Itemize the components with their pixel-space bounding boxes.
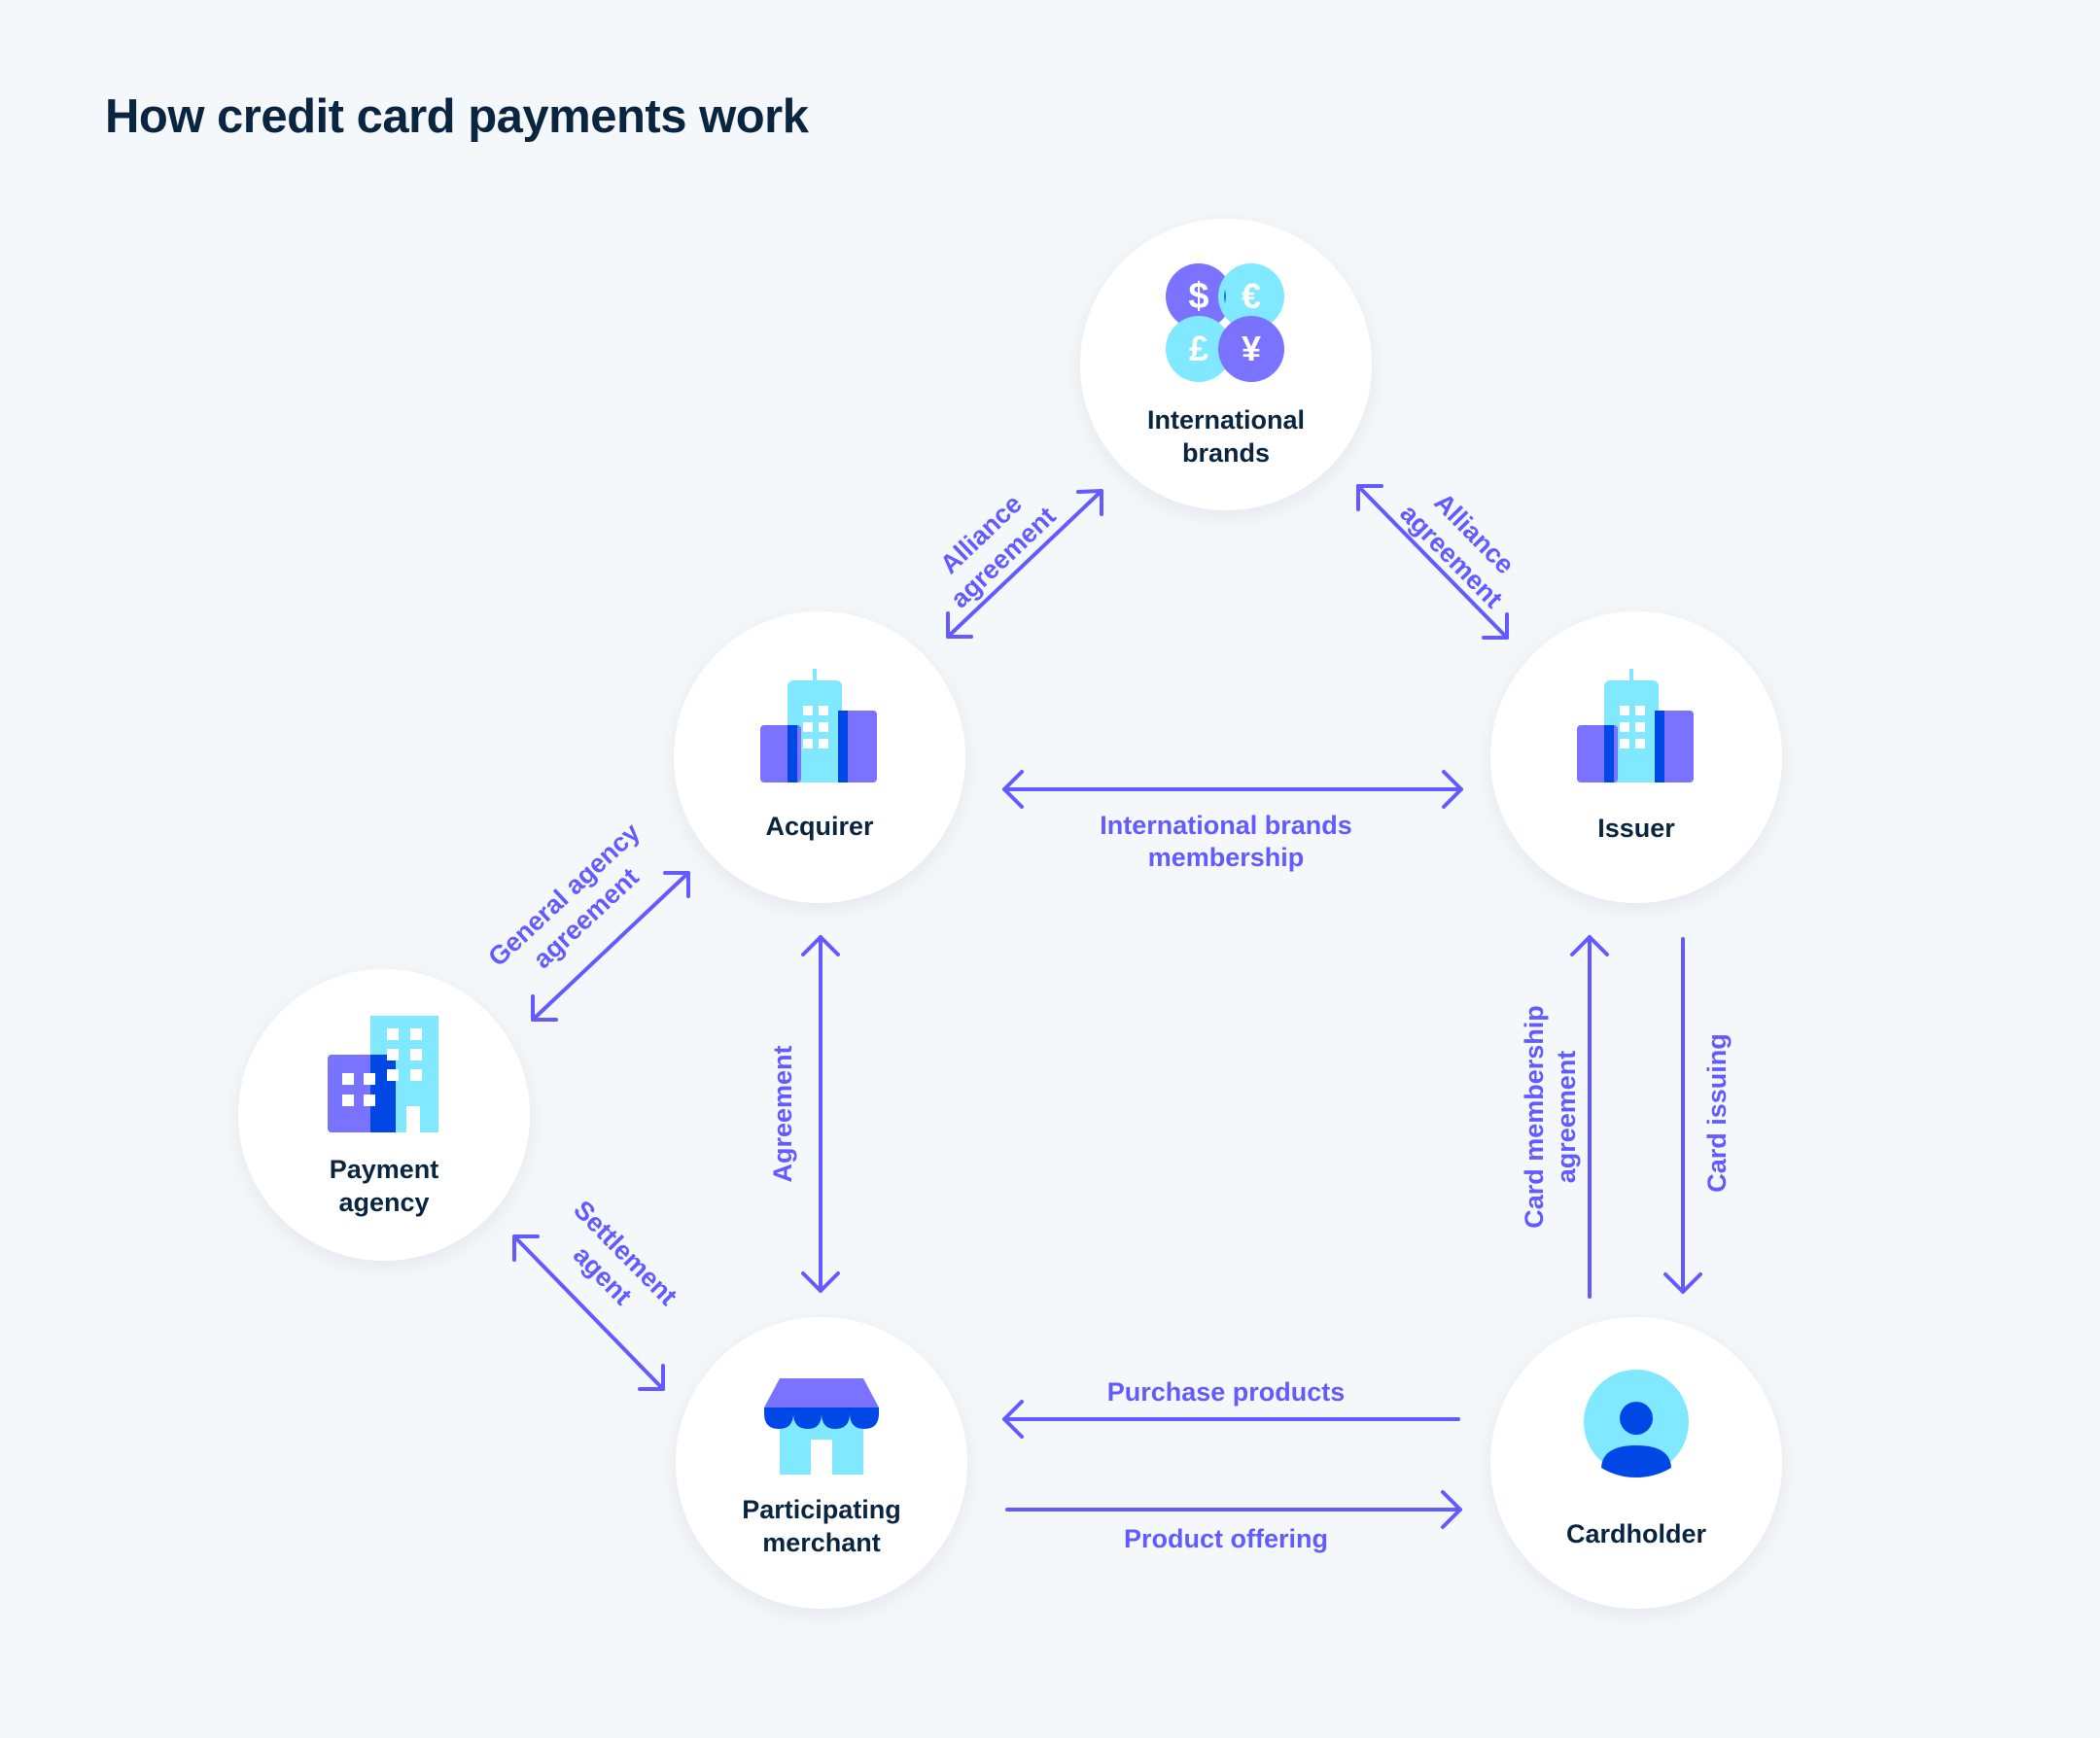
arrow-settlement	[512, 1234, 665, 1391]
currency-symbol-dollar: $	[1188, 276, 1208, 317]
arrow-offering	[1005, 1490, 1462, 1529]
edge-label-purchase: Purchase products	[1107, 1377, 1346, 1407]
office-building-icon	[328, 1016, 438, 1132]
node-label-line2: agency	[338, 1188, 429, 1217]
edge-label-line1: Card issuing	[1702, 1033, 1732, 1193]
arrow-membership	[1002, 770, 1463, 809]
edge-label-general-agency: General agency agreement	[482, 817, 646, 974]
arrow-general-agency	[531, 871, 690, 1022]
building-icon	[760, 669, 877, 782]
edge-label-line2: agreement	[1552, 1051, 1581, 1184]
currency-symbol-euro: €	[1242, 276, 1261, 316]
arrow-card-issuing	[1663, 937, 1702, 1294]
node-acquirer: Acquirer	[674, 611, 965, 903]
currency-icon: $ € £ ¥	[1166, 263, 1284, 382]
edge-label-card-membership: Card membership agreement	[1520, 1005, 1581, 1229]
node-international-brands: $ € £ ¥ International brands	[1080, 219, 1372, 510]
arrow-purchase	[1002, 1400, 1460, 1439]
storefront-icon	[764, 1378, 879, 1475]
node-label-line2: merchant	[762, 1528, 881, 1557]
arrow-alliance-left	[946, 489, 1103, 639]
edge-label-settlement: Settlement agent	[568, 1195, 683, 1310]
arrow-agreement	[801, 935, 840, 1293]
building-icon	[1577, 669, 1694, 782]
node-participating-merchant: Participating merchant	[676, 1317, 967, 1609]
edge-label-card-issuing: Card issuing	[1702, 1033, 1732, 1193]
node-label: Cardholder	[1566, 1519, 1707, 1548]
page-title: How credit card payments work	[105, 90, 809, 143]
node-label-line1: Participating	[742, 1495, 901, 1524]
edge-label-line2: membership	[1148, 843, 1305, 872]
edge-label-offering: Product offering	[1124, 1524, 1328, 1553]
edge-label-line1: Card membership	[1520, 1005, 1549, 1229]
edge-label-line1: Agreement	[768, 1045, 797, 1182]
node-label-line1: International	[1147, 405, 1305, 434]
node-cardholder: Cardholder	[1490, 1317, 1782, 1609]
edge-label-membership: International brands membership	[1100, 811, 1352, 872]
node-issuer: Issuer	[1490, 611, 1782, 903]
node-label-line1: Payment	[330, 1155, 439, 1184]
currency-symbol-pound: £	[1189, 329, 1208, 368]
node-label: Issuer	[1597, 814, 1675, 843]
node-label: Acquirer	[765, 812, 874, 841]
arrow-alliance-right	[1356, 484, 1509, 640]
currency-symbol-yen: ¥	[1242, 329, 1261, 368]
node-payment-agency: Payment agency	[238, 969, 530, 1261]
edge-label-line1: International brands	[1100, 811, 1352, 840]
edge-label-agreement: Agreement	[768, 1045, 797, 1182]
arrow-card-membership	[1570, 935, 1609, 1299]
node-label-line2: brands	[1182, 438, 1270, 468]
user-icon	[1584, 1370, 1689, 1477]
